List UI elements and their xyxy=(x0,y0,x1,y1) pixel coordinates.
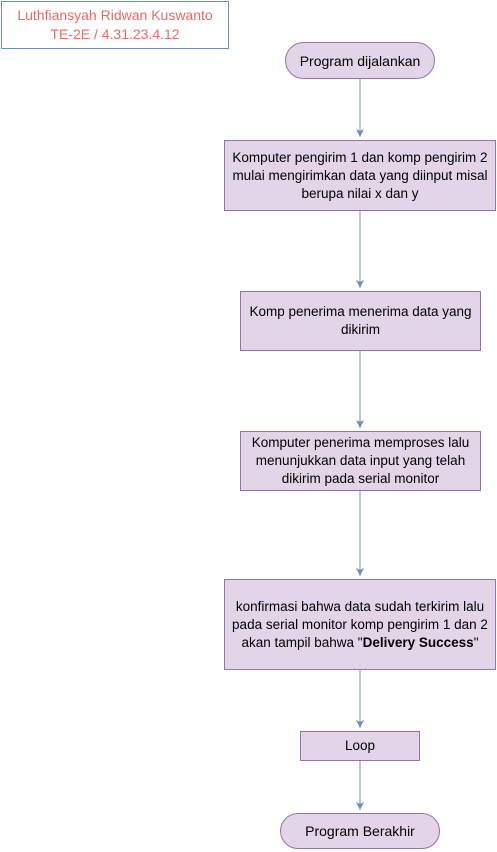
step4-text-before: konfirmasi bahwa data sudah terkirim lal… xyxy=(232,598,488,650)
process-confirm-delivery: konfirmasi bahwa data sudah terkirim lal… xyxy=(224,579,496,670)
end-label: Program Berakhir xyxy=(305,823,415,839)
loop-label: Loop xyxy=(344,738,376,753)
process-show-serial-monitor: Komputer penerima memproses lalu menunju… xyxy=(240,431,481,491)
process-loop: Loop xyxy=(300,731,420,761)
step4-label: konfirmasi bahwa data sudah terkirim lal… xyxy=(229,598,491,652)
author-id: TE-2E / 4.31.23.4.12 xyxy=(50,26,180,42)
step2-label: Komp penerima menerima data yang dikirim xyxy=(249,304,472,337)
step4-text-after: " xyxy=(473,634,479,650)
author-name: Luthfiansyah Ridwan Kuswanto xyxy=(17,7,213,23)
step1-label: Komputer pengirim 1 dan komp pengirim 2 … xyxy=(232,149,488,201)
step3-label: Komputer penerima memproses lalu menunju… xyxy=(251,435,470,486)
author-label: Luthfiansyah Ridwan Kuswanto TE-2E / 4.3… xyxy=(1,1,229,49)
process-receive-data: Komp penerima menerima data yang dikirim xyxy=(240,291,481,351)
start-terminal: Program dijalankan xyxy=(285,42,435,79)
end-terminal: Program Berakhir xyxy=(280,813,440,849)
start-label: Program dijalankan xyxy=(299,52,421,69)
process-send-data: Komputer pengirim 1 dan komp pengirim 2 … xyxy=(224,140,496,211)
step4-text-bold: Delivery Success xyxy=(362,634,474,650)
